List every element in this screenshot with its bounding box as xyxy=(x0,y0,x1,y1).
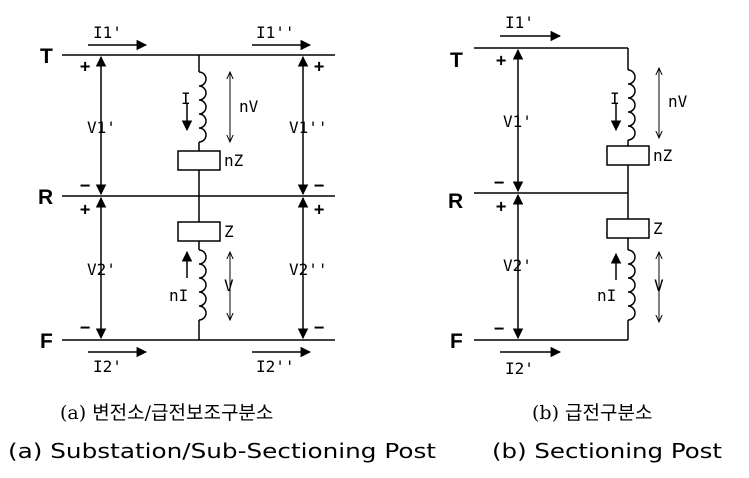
caption-b-english: (b) Sectioning Post xyxy=(492,439,722,463)
branch-voltage-label-v: V xyxy=(654,276,664,295)
upper-coil xyxy=(198,71,207,143)
impedance-label-nz: nZ xyxy=(653,146,673,165)
impedance-label-nz: nZ xyxy=(224,151,244,170)
bus-label-f: F xyxy=(450,330,463,353)
bus-label-r: R xyxy=(448,190,463,213)
polarity-plus: + xyxy=(314,200,324,220)
polarity-plus: + xyxy=(80,200,90,220)
current-label-i2-right: I2'' xyxy=(256,357,295,376)
current-label-i1: I1' xyxy=(505,13,534,32)
branch-current-label-ni: nI xyxy=(169,286,188,305)
caption-b-korean: (b) 급전구분소 xyxy=(532,402,652,424)
voltage-label-v2-left: V2' xyxy=(87,260,116,279)
branch-current-label-i: I xyxy=(181,89,191,108)
polarity-plus: + xyxy=(496,51,506,71)
current-label-i2: I2' xyxy=(505,359,534,378)
voltage-label-v2-right: V2'' xyxy=(289,260,328,279)
diagram-b xyxy=(474,30,659,358)
caption-a-english: (a) Substation/Sub-Sectioning Post xyxy=(8,439,436,463)
bus-label-t: T xyxy=(450,49,463,72)
branch-current-label-i: I xyxy=(610,89,620,108)
polarity-minus: − xyxy=(494,319,504,339)
polarity-plus: + xyxy=(496,197,506,217)
lower-coil xyxy=(627,249,636,321)
upper-coil xyxy=(627,69,636,141)
polarity-minus: − xyxy=(494,173,504,193)
diagram-a xyxy=(62,39,335,358)
voltage-label-v1: V1' xyxy=(503,112,532,131)
polarity-plus: + xyxy=(314,57,324,77)
impedance-label-z: Z xyxy=(653,219,663,238)
lower-coil xyxy=(198,249,207,321)
polarity-minus: − xyxy=(80,176,90,196)
voltage-label-v2: V2' xyxy=(503,256,532,275)
voltage-label-v1-left: V1' xyxy=(87,118,116,137)
polarity-plus: + xyxy=(80,57,90,77)
branch-voltage-label-v: V xyxy=(224,276,234,295)
branch-voltage-label-nv: nV xyxy=(668,92,688,111)
current-label-i2-left: I2' xyxy=(93,357,122,376)
branch-current-label-ni: nI xyxy=(597,286,616,305)
current-label-i1-left: I1' xyxy=(93,23,122,42)
lower-impedance-box xyxy=(177,221,221,242)
bus-label-f: F xyxy=(40,330,53,353)
current-label-i1-right: I1'' xyxy=(256,23,295,42)
impedance-label-z: Z xyxy=(224,222,234,241)
bus-label-r: R xyxy=(38,186,53,209)
caption-a-korean: (a) 변전소/급전보조구분소 xyxy=(60,402,273,424)
bus-label-t: T xyxy=(40,45,53,68)
branch-voltage-label-nv: nV xyxy=(239,97,259,116)
upper-impedance-box xyxy=(177,150,221,171)
polarity-minus: − xyxy=(314,318,324,338)
polarity-minus: − xyxy=(80,318,90,338)
upper-impedance-box xyxy=(606,145,650,166)
voltage-label-v1-right: V1'' xyxy=(289,118,328,137)
polarity-minus: − xyxy=(314,176,324,196)
lower-impedance-box xyxy=(606,218,650,239)
